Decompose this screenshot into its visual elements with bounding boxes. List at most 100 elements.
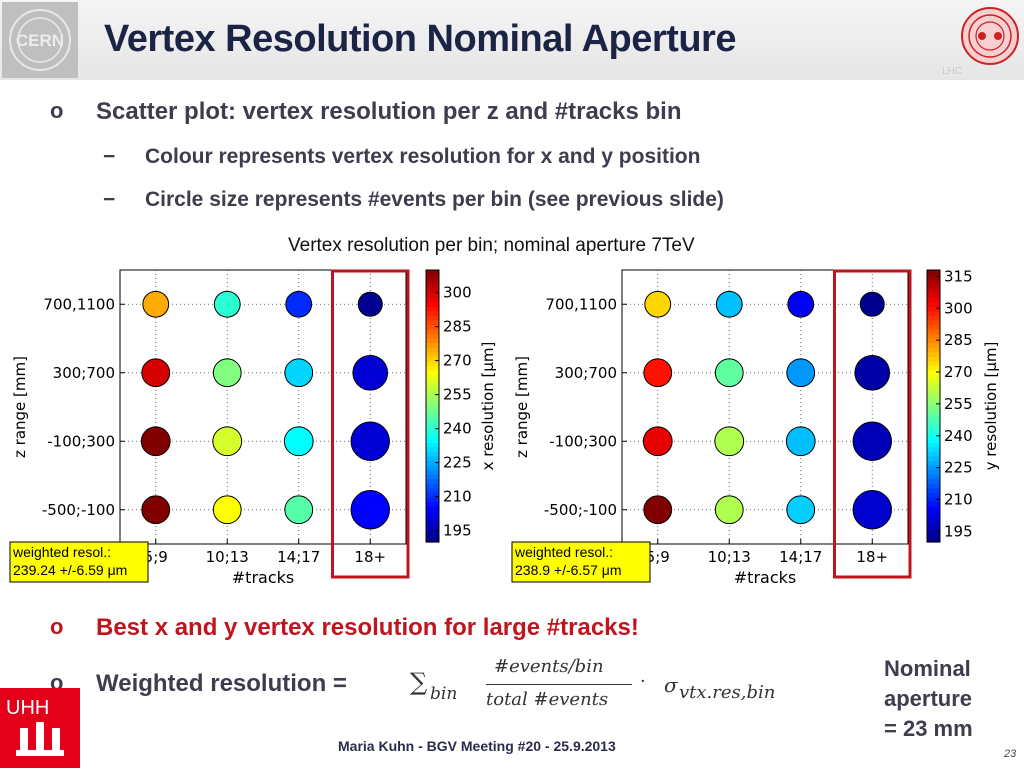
colorbar-segment	[426, 415, 439, 421]
formula-sum: ∑	[410, 668, 428, 696]
data-point	[852, 421, 892, 461]
colorbar-segment	[426, 310, 439, 316]
colorbar-segment	[426, 437, 439, 443]
data-point	[714, 495, 744, 525]
colorbar-tick-label: 225	[944, 459, 973, 477]
formula-fraction-bar	[486, 684, 632, 685]
x-tick-label: 10;13	[708, 548, 751, 566]
data-point	[714, 358, 744, 388]
weighted-resolution-value: 238.9 +/-6.57 μm	[515, 562, 622, 578]
colorbar-tick-label: 210	[944, 491, 973, 509]
colorbar-segment	[927, 537, 940, 543]
colorbar-segment	[927, 383, 940, 389]
uhh-logo: UHH	[0, 688, 80, 768]
colorbar-frame	[425, 269, 440, 543]
colorbar-segment	[927, 464, 940, 471]
colorbar-segment	[927, 496, 940, 502]
footer-text: Maria Kuhn - BGV Meeting #20 - 25.9.2013	[338, 738, 616, 754]
colorbar-segment	[927, 324, 940, 330]
colorbar-segment	[426, 532, 439, 539]
colorbar-segment	[927, 292, 940, 298]
colorbar-segment	[927, 474, 940, 480]
weighted-resolution-label: weighted resol.:	[514, 544, 613, 560]
sub-bullet-text: Circle size represents #events per bin (…	[145, 188, 724, 211]
colorbar-segment	[426, 446, 439, 452]
colorbar-segment	[426, 324, 439, 330]
sub-bullet-text: Colour represents vertex resolution for …	[145, 145, 701, 168]
y-tick-label: -100;300	[549, 432, 617, 450]
sub-bullet-size: − Circle size represents #events per bin…	[103, 188, 724, 212]
colorbar-segment	[927, 514, 940, 520]
bullet-text: Best x and y vertex resolution for large…	[96, 614, 639, 641]
colorbar-segment	[927, 297, 940, 303]
colorbar-segment	[927, 365, 940, 371]
dash-marker: −	[103, 188, 116, 211]
colorbar-segment	[927, 338, 940, 344]
data-point	[787, 290, 815, 318]
colorbar-tick-label: 225	[443, 454, 472, 472]
colorbar-segment	[426, 288, 439, 294]
data-point	[350, 490, 390, 530]
colorbar-tick-label: 240	[944, 427, 973, 445]
colorbar-segment	[426, 297, 439, 303]
colorbar-segment	[927, 415, 940, 421]
data-point	[643, 358, 673, 388]
colorbar-tick-label: 195	[443, 522, 472, 540]
data-point	[852, 490, 892, 530]
colorbar-segment	[426, 319, 439, 325]
y-axis-label: z range [mm]	[11, 356, 29, 458]
colorbar-segment	[927, 301, 940, 307]
y-tick-label: 300;700	[53, 364, 115, 382]
colorbar-tick-label: 300	[944, 299, 973, 317]
colorbar-segment	[927, 406, 940, 412]
colorbar-segment	[426, 396, 439, 403]
data-point	[786, 495, 816, 525]
highlight-box	[833, 269, 912, 579]
colorbar-segment	[426, 356, 439, 362]
colorbar-segment	[426, 483, 439, 489]
colorbar-segment	[927, 356, 940, 362]
colorbar-segment	[927, 446, 940, 452]
x-tick-label: 14;17	[779, 548, 822, 566]
x-tick-label: 14;17	[277, 548, 320, 566]
colorbar-segment	[927, 351, 940, 357]
nominal-line: Nominal	[884, 656, 971, 681]
lhc-logo-text: LHC	[942, 66, 962, 77]
colorbar-segment	[426, 270, 439, 276]
slide-header: CERN Vertex Resolution Nominal Aperture …	[0, 0, 1024, 80]
data-point	[213, 290, 241, 318]
colorbar-segment	[927, 501, 940, 507]
nominal-line: aperture	[884, 686, 973, 711]
bullet-text: Weighted resolution =	[96, 670, 347, 697]
colorbar-segment	[426, 387, 439, 393]
data-point	[141, 495, 171, 525]
uhh-logo-text: UHH	[6, 697, 49, 719]
colorbar-segment	[927, 478, 940, 484]
colorbar-segment	[426, 528, 439, 534]
colorbar-segment	[426, 274, 439, 280]
x-axis-label: #tracks	[734, 568, 796, 587]
data-point	[284, 358, 314, 388]
colorbar-segment	[927, 487, 940, 493]
cern-logo: CERN	[2, 2, 78, 78]
colorbar-segment	[426, 451, 439, 457]
data-point	[284, 495, 314, 525]
colorbar-segment	[426, 433, 439, 439]
bullet-scatter-plot: o Scatter plot: vertex resolution per z …	[50, 98, 682, 126]
colorbar-segment	[426, 487, 439, 493]
colorbar-segment	[927, 437, 940, 443]
page-number: 23	[1004, 748, 1017, 760]
data-point	[715, 290, 743, 318]
colorbar-segment	[927, 401, 940, 407]
colorbar-segment	[426, 283, 439, 289]
colorbar-segment	[927, 270, 940, 276]
formula-sigma-sub: vtx.res,bin	[679, 682, 776, 703]
colorbar-segment	[927, 369, 940, 375]
y-tick-label: -100;300	[47, 432, 115, 450]
x-tick-label: 18+	[354, 548, 386, 566]
data-point	[212, 495, 242, 525]
colorbar-segment	[927, 528, 940, 534]
sub-bullet-colour: − Colour represents vertex resolution fo…	[103, 145, 701, 169]
colorbar-segment	[426, 333, 439, 339]
